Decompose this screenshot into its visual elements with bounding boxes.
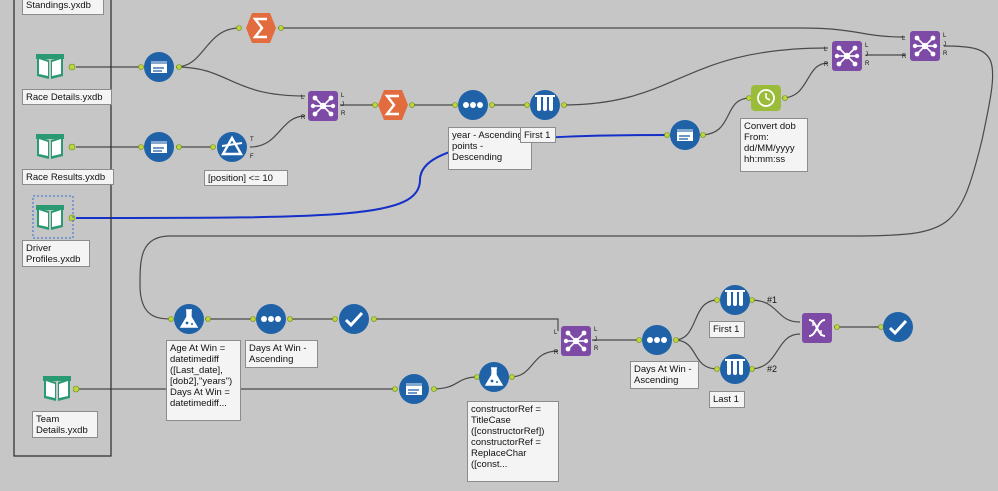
summarize-tool-2[interactable] (376, 88, 410, 122)
label-sample-first-top[interactable]: First 1 (520, 127, 556, 143)
input-race-results[interactable] (34, 131, 66, 163)
anchor-left: L (824, 47, 828, 53)
tool-container[interactable] (13, 0, 112, 457)
anchors (68, 25, 884, 393)
label-sample-last[interactable]: Last 1 (709, 391, 745, 408)
anchor-join: J (341, 102, 344, 108)
select-tool-2[interactable] (143, 131, 175, 163)
label-sort-days-2[interactable]: Days At Win - Ascending (630, 361, 699, 389)
anchor-right: R (301, 115, 306, 121)
sort-icon (458, 90, 488, 120)
union-icon (801, 312, 833, 344)
formula-tool-2[interactable] (478, 361, 510, 393)
label-sort-year-points[interactable]: year - Ascending points - Descending (448, 127, 532, 170)
input-team-details[interactable] (41, 373, 73, 405)
book-icon (41, 373, 73, 405)
sample-tool-first[interactable] (719, 284, 751, 316)
anchor-left: L (943, 33, 947, 39)
select-tool-1[interactable] (143, 51, 175, 83)
sample-icon (529, 89, 561, 121)
datetime-icon (750, 84, 782, 112)
join-tool-3[interactable] (909, 30, 941, 62)
sort-icon (642, 325, 672, 355)
connectors (76, 27, 994, 390)
browse-icon (881, 310, 915, 344)
select-icon (398, 373, 430, 405)
join-tool-2[interactable] (831, 40, 863, 72)
anchor-left: L (902, 36, 906, 42)
anchor-false: F (250, 154, 254, 160)
browse-tool-2[interactable] (881, 310, 915, 344)
label-standings[interactable]: Standings.yxdb (22, 0, 104, 15)
browse-tool-1[interactable] (337, 302, 371, 336)
formula-icon (173, 303, 205, 335)
anchor-left: L (594, 327, 598, 333)
selection-outline (32, 195, 74, 239)
select-tool-3[interactable] (669, 119, 701, 151)
anchor-join: J (943, 42, 946, 48)
datetime-tool[interactable] (750, 84, 782, 112)
anchor-right: R (865, 61, 870, 67)
browse-icon (337, 302, 371, 336)
anchor-join: J (865, 52, 868, 58)
input-driver-profiles[interactable] (34, 202, 66, 234)
select-icon (143, 51, 175, 83)
union-tag-1: #1 (767, 295, 777, 305)
label-sort-days-1[interactable]: Days At Win - Ascending (245, 340, 318, 368)
label-filter[interactable]: [position] <= 10 (204, 170, 288, 186)
sample-icon (719, 284, 751, 316)
select-icon (143, 131, 175, 163)
label-sample-first[interactable]: First 1 (709, 321, 745, 338)
sort-tool-2[interactable] (256, 304, 286, 334)
anchor-right: R (594, 346, 599, 352)
summarize-icon (244, 11, 278, 45)
sample-icon (719, 353, 751, 385)
anchor-left: L (301, 95, 305, 101)
label-datetime[interactable]: Convert dob From: dd/MM/yyyy hh:mm:ss (740, 118, 808, 172)
book-icon (34, 131, 66, 163)
summarize-tool-1[interactable] (244, 11, 278, 45)
anchor-right: R (943, 51, 948, 57)
filter-icon (215, 130, 249, 164)
join-icon (909, 30, 941, 62)
anchor-letters: L L J R R T F L L J R R L L J R R L L J … (250, 33, 948, 356)
anchor-right: R (341, 111, 346, 117)
label-formula-age[interactable]: Age At Win = datetimediff ([Last_date], … (166, 340, 241, 421)
join-icon (560, 325, 592, 357)
label-race-results[interactable]: Race Results.yxdb (22, 169, 114, 185)
book-icon (34, 51, 66, 83)
union-tool[interactable] (801, 312, 833, 344)
sort-tool-1[interactable] (458, 90, 488, 120)
anchor-left: L (341, 93, 345, 99)
sample-tool-last[interactable] (719, 353, 751, 385)
filter-tool[interactable] (215, 130, 249, 164)
summarize-icon (376, 88, 410, 122)
select-icon (669, 119, 701, 151)
formula-icon (478, 361, 510, 393)
label-formula-constructor[interactable]: constructorRef = TitleCase ([constructor… (467, 401, 559, 482)
select-tool-4[interactable] (398, 373, 430, 405)
join-tool-4[interactable] (560, 325, 592, 357)
book-icon (34, 202, 66, 234)
label-race-details[interactable]: Race Details.yxdb (22, 89, 112, 105)
join-icon (307, 90, 339, 122)
anchor-join: J (594, 337, 597, 343)
sample-tool-1[interactable] (529, 89, 561, 121)
anchor-right: R (824, 62, 829, 68)
union-tag-2: #2 (767, 364, 777, 374)
label-driver-profiles[interactable]: Driver Profiles.yxdb (22, 240, 90, 267)
anchor-right: R (554, 350, 559, 356)
sort-icon (256, 304, 286, 334)
anchor-true: T (250, 137, 254, 143)
join-tool-1[interactable] (307, 90, 339, 122)
anchor-left: L (554, 330, 558, 336)
anchor-left: L (865, 43, 869, 49)
join-icon (831, 40, 863, 72)
formula-tool-1[interactable] (173, 303, 205, 335)
label-team-details[interactable]: Team Details.yxdb (32, 411, 98, 438)
input-race-details[interactable] (34, 51, 66, 83)
anchor-right: R (902, 54, 907, 60)
sort-tool-3[interactable] (642, 325, 672, 355)
